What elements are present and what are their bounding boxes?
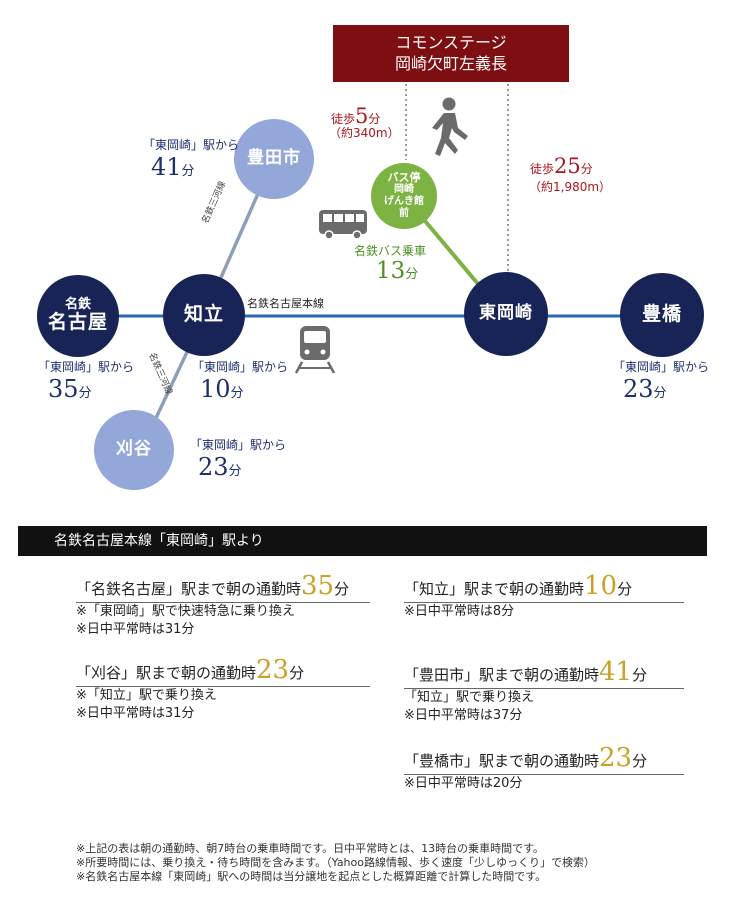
footnotes: ※上記の表は朝の通勤時、朝7時台の乗車時間です。日中平常時とは、13時台の乗車時… [76,842,595,884]
footnote-1: ※上記の表は朝の通勤時、朝7時台の乗車時間です。日中平常時とは、13時台の乗車時… [76,842,545,855]
walk-to-station-distance: （約1,980m） [529,180,612,194]
footnote-2: ※所要時間には、乗り換え・待ち時間を含みます。（Yahoo路線情報、歩く速度「少… [76,856,595,869]
time-chiryu: 「東岡崎」駅から 10分 [192,360,289,403]
main-line-label: 名鉄名古屋本線 [247,297,324,310]
section-header: 名鉄名古屋本線「東岡崎」駅より [18,526,707,556]
bus-icon [319,210,367,240]
walking-person-icon [432,97,468,156]
destination-line2: 岡崎欠町左義長 [394,54,507,73]
commute-entry-chiryu: 「知立」駅まで朝の通勤時10分 ※日中平常時は8分 [404,573,684,621]
commute-entry-kariya: 「刈谷」駅まで朝の通勤時23分 ※「知立」駅で乗り換え ※日中平常時は31分 [76,657,370,723]
walk-to-bus-distance: （約340m） [329,126,400,140]
walk-to-bus-time: 徒歩5分 [331,104,381,128]
station-toyotashi: 豊田市 [234,119,314,199]
bus-ride-time: 13分 [376,258,419,284]
station-toyohashi: 豊橋 [620,273,704,357]
train-icon [294,326,336,374]
destination-box: コモンステージ 岡崎欠町左義長 [333,25,569,82]
commute-entry-toyotashi: 「豊田市」駅まで朝の通勤時41分 「知立」駅で乗り換え ※日中平常時は37分 [404,659,684,725]
time-toyohashi: 「東岡崎」駅から 23分 [613,360,710,403]
time-kariya: 「東岡崎」駅から 23分 [190,438,287,481]
bus-ride-label: 名鉄バス乗車 [354,244,427,258]
footnote-3: ※名鉄名古屋本線「東岡崎」駅への時間は当分譲地を起点とした概算距離で計算した時間… [76,870,547,883]
commute-entry-toyohashi: 「豊橋市」駅まで朝の通勤時23分 ※日中平常時は20分 [404,745,684,793]
time-meitetsu-nagoya: 「東岡崎」駅から 35分 [38,360,135,403]
station-chiryu: 知立 [163,274,245,356]
station-meitetsu-nagoya: 名鉄 名古屋 [37,275,119,357]
time-toyotashi: 「東岡崎」駅から 41分 [143,138,240,181]
commute-entry-meitetsu-nagoya: 「名鉄名古屋」駅まで朝の通勤時35分 ※「東岡崎」駅で快速特急に乗り換え ※日中… [76,573,370,639]
walk-to-station-time: 徒歩25分 [530,154,593,178]
station-higashi-okazaki: 東岡崎 [464,272,548,356]
bus-stop-node: バス停 岡崎 げんき館 前 [371,163,437,229]
station-kariya: 刈谷 [94,410,174,490]
destination-line1: コモンステージ [395,33,507,52]
